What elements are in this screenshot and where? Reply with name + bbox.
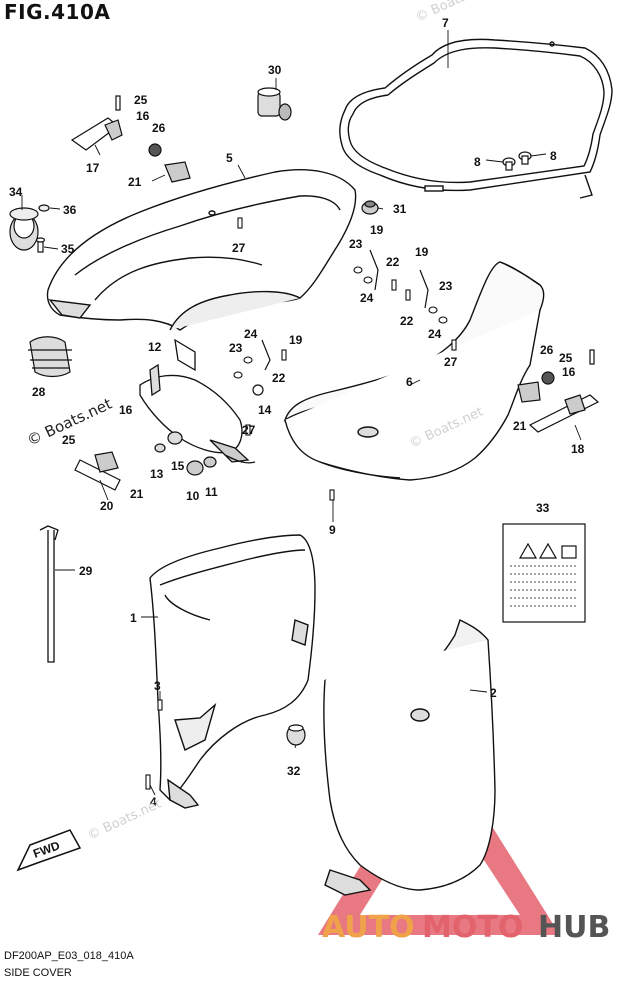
callout-18: 18 <box>571 442 585 456</box>
callout-21a: 21 <box>128 175 142 189</box>
callout-31: 31 <box>393 202 407 216</box>
callout-28: 28 <box>32 385 46 399</box>
washers-23-24 <box>233 266 448 379</box>
callout-27b: 27 <box>444 355 458 369</box>
callout-10: 10 <box>186 489 200 503</box>
part-19-clips <box>261 249 429 371</box>
callout-25b: 25 <box>559 351 573 365</box>
watermark-boats-bottom-left: © Boats.net <box>85 797 163 844</box>
part-8-grommets <box>502 151 532 171</box>
callout-4: 4 <box>150 795 157 809</box>
callout-23c: 23 <box>229 341 243 355</box>
callout-16b: 16 <box>562 365 576 379</box>
callout-7: 7 <box>442 16 449 30</box>
callout-35: 35 <box>61 242 75 256</box>
part-18-latch <box>528 349 600 433</box>
callout-14: 14 <box>258 403 272 417</box>
callout-1: 1 <box>130 611 137 625</box>
part-35-screw <box>35 237 46 253</box>
automotohub-wordmark: AUTO MOTO HUB <box>322 910 610 945</box>
callout-3: 3 <box>154 679 161 693</box>
callout-23a: 23 <box>349 237 363 251</box>
forward-arrow-icon: FWD <box>16 829 82 872</box>
callout-8b: 8 <box>550 149 557 163</box>
callout-24a: 24 <box>360 291 374 305</box>
brand-moto: MOTO <box>422 910 523 945</box>
callout-17: 17 <box>86 161 100 175</box>
part-21-block-left <box>164 161 191 183</box>
callout-26b: 26 <box>540 343 554 357</box>
bolts-22-27-9 <box>145 217 457 790</box>
callout-33: 33 <box>536 501 550 515</box>
callout-12: 12 <box>148 340 162 354</box>
callout-26a: 26 <box>152 121 166 135</box>
callout-24c: 24 <box>244 327 258 341</box>
part-31-grommet <box>361 200 379 215</box>
callout-25a: 25 <box>134 93 148 107</box>
part-7-seal-ring <box>339 38 613 199</box>
part-29-cable-tie <box>39 525 59 663</box>
part-14-screw <box>252 384 264 396</box>
callout-22b: 22 <box>400 314 414 328</box>
callout-6: 6 <box>406 375 413 389</box>
callout-22c: 22 <box>272 371 286 385</box>
callout-32: 32 <box>287 764 301 778</box>
part-21-block-right <box>517 381 541 403</box>
callout-16c: 16 <box>119 403 133 417</box>
part-5-upper-side-cover <box>46 169 357 331</box>
callout-24b: 24 <box>428 327 442 341</box>
callout-5: 5 <box>226 151 233 165</box>
part-30-grommet <box>257 87 292 121</box>
callout-29: 29 <box>79 564 93 578</box>
part-15-grommets <box>154 431 183 453</box>
brand-auto: AUTO <box>322 910 415 945</box>
callout-13: 13 <box>150 467 164 481</box>
watermark-boats-top: © Boats.net <box>413 0 491 26</box>
part-26-grommet-right <box>541 371 555 385</box>
callout-9: 9 <box>329 523 336 537</box>
part-34-seal <box>9 207 39 251</box>
callout-15: 15 <box>171 459 185 473</box>
part-2-lower-cover-right <box>323 619 496 896</box>
callout-27a: 27 <box>232 241 246 255</box>
callout-22a: 22 <box>386 255 400 269</box>
part-32-grommet <box>286 724 306 746</box>
callout-16a: 16 <box>136 109 150 123</box>
part-36-clip <box>38 204 50 212</box>
section-name: SIDE COVER <box>4 967 72 979</box>
drawing-code: DF200AP_E03_018_410A <box>4 950 134 962</box>
part-6-lower-side-cover <box>283 261 545 481</box>
callout-34: 34 <box>9 185 23 199</box>
callout-8a: 8 <box>474 155 481 169</box>
callout-19b: 19 <box>415 245 429 259</box>
part-26-grommet-left <box>148 143 162 157</box>
part-17-latch <box>70 95 123 151</box>
brand-hub: HUB <box>538 910 610 945</box>
leader-lines <box>21 30 582 796</box>
part-11-grommet <box>203 456 217 468</box>
callout-25c: 25 <box>62 433 76 447</box>
part-1-lower-cover-left <box>149 534 316 809</box>
callout-2: 2 <box>490 686 497 700</box>
part-33-warning-label <box>502 523 586 623</box>
callout-20: 20 <box>100 499 114 513</box>
callout-11: 11 <box>205 485 218 499</box>
callout-27c: 27 <box>242 423 256 437</box>
callout-19a: 19 <box>370 223 384 237</box>
callout-23b: 23 <box>439 279 453 293</box>
callout-19c: 19 <box>289 333 303 347</box>
callout-21c: 21 <box>130 487 144 501</box>
part-12-bracket <box>139 338 256 464</box>
figure-title: FIG.410A <box>4 0 111 24</box>
part-28-boot <box>28 336 72 378</box>
callout-21b: 21 <box>513 419 527 433</box>
part-20-latch <box>74 451 121 491</box>
callout-36: 36 <box>63 203 77 217</box>
callout-30: 30 <box>268 63 282 77</box>
callout-labels: 7 8 8 30 25 16 26 17 5 21 34 36 31 27 35… <box>9 16 585 809</box>
part-10-grommet <box>186 460 204 476</box>
